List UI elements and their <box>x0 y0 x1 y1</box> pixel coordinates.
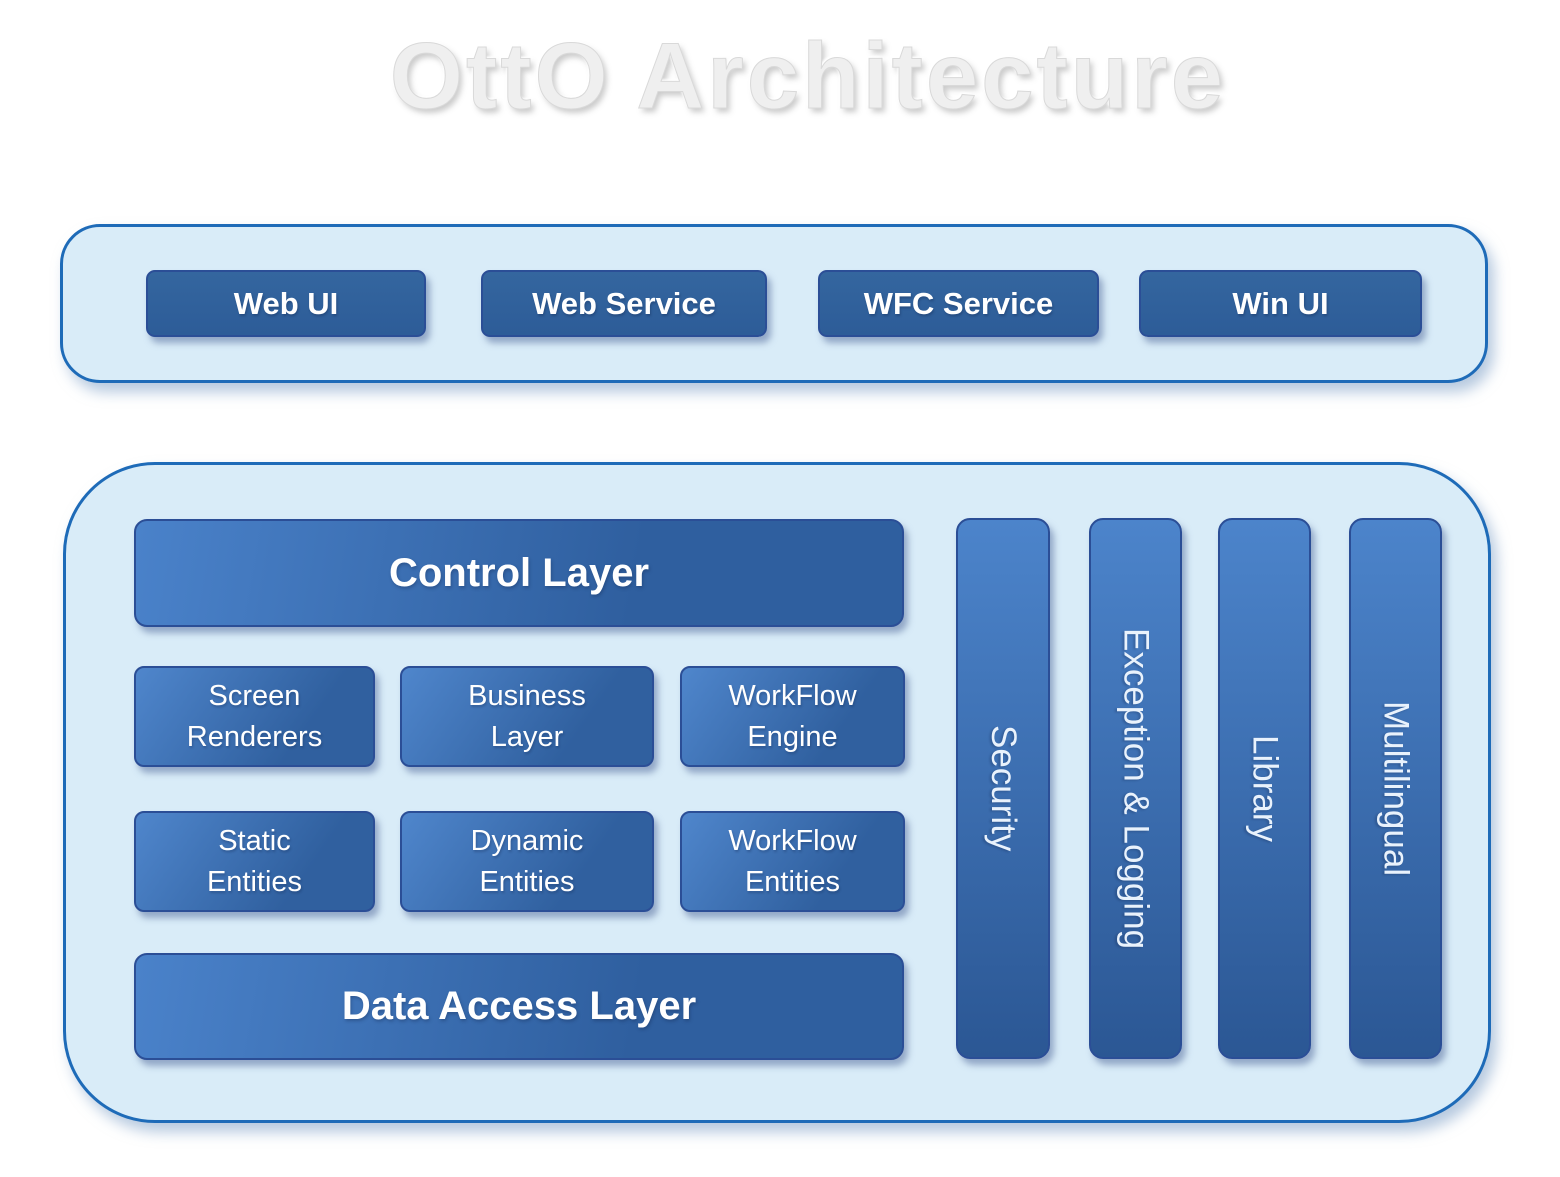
static-entities-label: Static Entities <box>206 825 303 898</box>
win-ui-box: Win UI <box>1139 270 1422 337</box>
library-label: Library <box>1245 735 1285 842</box>
workflow-entities-label: WorkFlow Entities <box>728 825 857 898</box>
dynamic-entities-box: Dynamic Entities <box>400 811 654 912</box>
web-service-label: Web Service <box>532 285 716 321</box>
application-core-panel: Control Layer Screen Renderers Business … <box>63 462 1491 1123</box>
static-entities-box: Static Entities <box>134 811 375 912</box>
workflow-entities-box: WorkFlow Entities <box>680 811 905 912</box>
workflow-engine-box: WorkFlow Engine <box>680 666 905 767</box>
wfc-service-label: WFC Service <box>863 285 1054 321</box>
control-layer-box: Control Layer <box>134 519 904 627</box>
business-layer-box: Business Layer <box>400 666 654 767</box>
business-layer-label: Business Layer <box>468 680 586 753</box>
web-ui-box: Web UI <box>146 270 426 337</box>
security-bar: Security <box>956 518 1050 1059</box>
web-ui-label: Web UI <box>233 285 339 321</box>
exception-logging-bar: Exception & Logging <box>1089 518 1182 1059</box>
library-bar: Library <box>1218 518 1311 1059</box>
screen-renderers-label: Screen Renderers <box>186 680 323 753</box>
multilingual-label: Multilingual <box>1376 700 1416 877</box>
presentation-tier-panel: Web UI Web Service WFC Service Win UI <box>60 224 1488 383</box>
security-label: Security <box>984 725 1023 852</box>
wfc-service-box: WFC Service <box>818 270 1099 337</box>
multilingual-bar: Multilingual <box>1349 518 1442 1059</box>
dynamic-entities-label: Dynamic Entities <box>470 825 584 898</box>
data-access-layer-label: Data Access Layer <box>341 984 697 1028</box>
control-layer-label: Control Layer <box>388 550 650 595</box>
data-access-layer-box: Data Access Layer <box>134 953 904 1060</box>
win-ui-label: Win UI <box>1232 285 1329 321</box>
workflow-engine-label: WorkFlow Engine <box>728 680 857 753</box>
screen-renderers-box: Screen Renderers <box>134 666 375 767</box>
web-service-box: Web Service <box>481 270 767 337</box>
exception-logging-label: Exception & Logging <box>1116 627 1156 950</box>
diagram-title: OttO Architecture <box>389 23 1227 129</box>
